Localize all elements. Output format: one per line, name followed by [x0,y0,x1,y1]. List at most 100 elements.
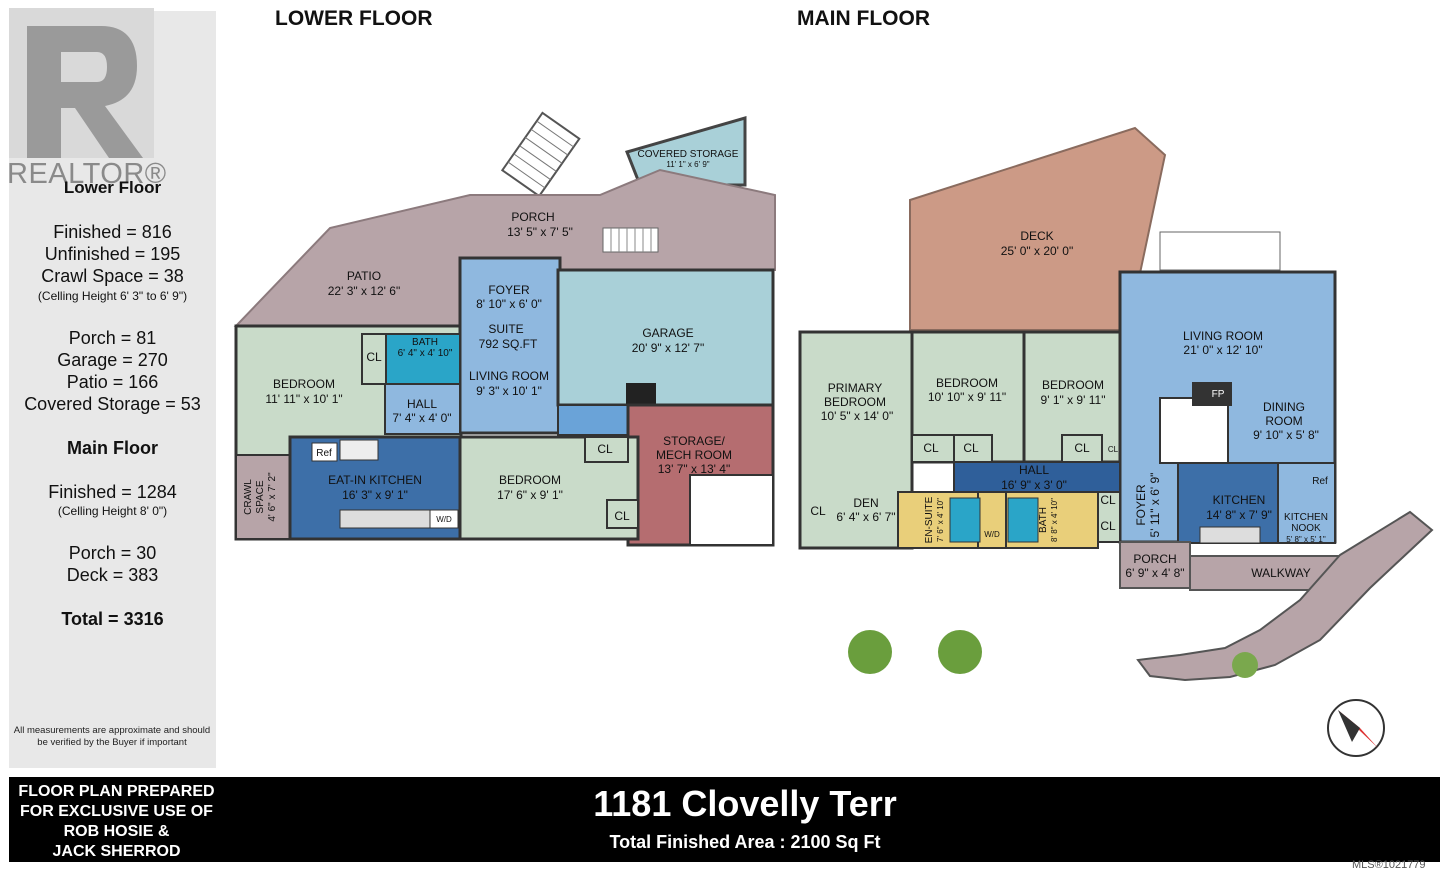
label: W/D [984,530,1000,539]
label: PORCH [1133,552,1176,566]
main-floor-plan [798,126,1434,757]
label: DINING [1263,400,1305,414]
covered-storage-area: Covered Storage = 53 [24,394,201,414]
label: 4' 6" x 7' 2" [267,472,278,522]
realtor-logo [9,8,154,158]
label: CL [614,509,630,523]
label: 10' 10" x 9' 11" [928,390,1006,404]
label: FOYER [1134,484,1148,526]
disclaimer: All measurements are approximate and sho… [13,725,211,748]
main-porch-area: Porch = 30 [68,543,157,563]
label: 22' 3" x 12' 6" [328,284,400,298]
label: WALKWAY [1251,566,1311,580]
label: STORAGE/ [663,434,725,448]
total-area: Total = 3316 [61,609,164,629]
main-ceiling: (Celling Height 8' 0") [57,504,168,518]
label: CL [810,504,826,518]
label: 11' 11" x 10' 1" [265,392,342,406]
label: BEDROOM [1042,378,1104,392]
label: SPACE [255,480,266,513]
label: BATH [1038,507,1049,533]
label: BEDROOM [499,473,561,487]
lower-floor-plan [233,111,776,547]
lower-ceiling: (Celling Height 6' 3" to 6' 9") [37,289,188,303]
kitchen-nook-room [1277,462,1336,544]
label: CL [366,350,382,364]
label: 792 SQ.FT [479,337,538,351]
label: CRAWL [243,479,254,515]
tree-icon [938,630,982,674]
label: CL [1074,441,1090,455]
label: 6' 4" x 6' 7" [836,510,895,524]
label: HALL [407,397,437,411]
porch-stairs [602,227,659,253]
label: 9' 1" x 9' 11" [1041,393,1106,407]
label: 7' 6" x 4' 10" [936,498,945,542]
label: KITCHEN [1213,493,1266,507]
main-finished: Finished = 1284 [48,482,177,502]
garage-room [556,268,775,407]
label: CL [597,442,613,456]
fireplace-label: FP [1212,389,1225,400]
label: BEDROOM [824,395,886,409]
prepared-line: FLOOR PLAN PREPARED [18,783,215,800]
label: 16' 3" x 9' 1" [342,488,408,502]
label: LIVING ROOM [1183,329,1263,343]
lower-finished: Finished = 816 [53,222,172,242]
label: EAT-IN KITCHEN [328,473,422,487]
garage-area: Garage = 270 [57,350,168,370]
prepared-for: FLOOR PLAN PREPARED FOR EXCLUSIVE USE OF… [14,782,219,862]
label: CL [923,441,939,455]
label: 13' 5" x 7' 5" [507,225,573,239]
label: FOYER [488,283,530,297]
main-floor-title: MAIN FLOOR [797,7,930,30]
label: LIVING ROOM [469,369,549,383]
exterior-stairs [500,111,581,198]
label: DEN [853,496,878,510]
label: 14' 8" x 7' 9" [1206,508,1272,522]
patio-area: Patio = 166 [66,372,159,392]
crawl-space-room [235,454,292,540]
label: NOOK [1291,523,1321,534]
main-porch-room [1119,541,1191,589]
label: BATH [412,337,438,348]
realtor-wordmark: REALTOR® [7,158,167,190]
label: CL [1100,493,1116,507]
label: BEDROOM [273,377,335,391]
deck-area: Deck = 383 [66,565,159,585]
deck-area-shape [909,126,1167,331]
label: 6' 4" x 4' 10" [398,348,453,359]
prepared-line: ROB HOSIE & [63,823,170,840]
label: 8' 10" x 6' 0" [476,297,542,311]
label: 16' 9" x 3' 0" [1001,478,1067,492]
lower-hall-room [384,383,461,435]
total-finished-area: Total Finished Area : 2100 Sq Ft [609,832,881,852]
label: 11' 1" x 6' 9" [666,160,709,169]
lower-crawl: Crawl Space = 38 [41,266,184,286]
label: 10' 5" x 14' 0" [821,409,893,423]
label: SUITE [488,322,523,336]
label: ROOM [1265,414,1302,428]
label: PRIMARY [828,381,882,395]
main-hall-room [953,461,1121,493]
label: HALL [1019,463,1049,477]
lower-floor-heading: Lower Floor [63,178,162,197]
realtor-r-icon [9,8,154,158]
label: DECK [1020,229,1053,243]
label: 8' 8" x 4' 10" [1050,498,1059,542]
label: EN-SUITE [924,496,935,543]
label: Ref [1312,476,1328,487]
label: 17' 6" x 9' 1" [497,488,563,502]
label: W/D [436,515,452,524]
label: GARAGE [642,326,693,340]
prepared-line: JACK SHERROD [52,843,181,860]
footer-bar [9,777,1440,862]
porch-area: Porch = 81 [68,328,157,348]
deck-stairs [1159,231,1281,271]
prepared-line: FOR EXCLUSIVE USE OF [20,803,213,820]
label: 9' 10" x 5' 8" [1253,428,1319,442]
lower-floor-title: LOWER FLOOR [275,7,433,30]
label: Ref [316,448,332,459]
property-address: 1181 Clovelly Terr [593,783,897,824]
